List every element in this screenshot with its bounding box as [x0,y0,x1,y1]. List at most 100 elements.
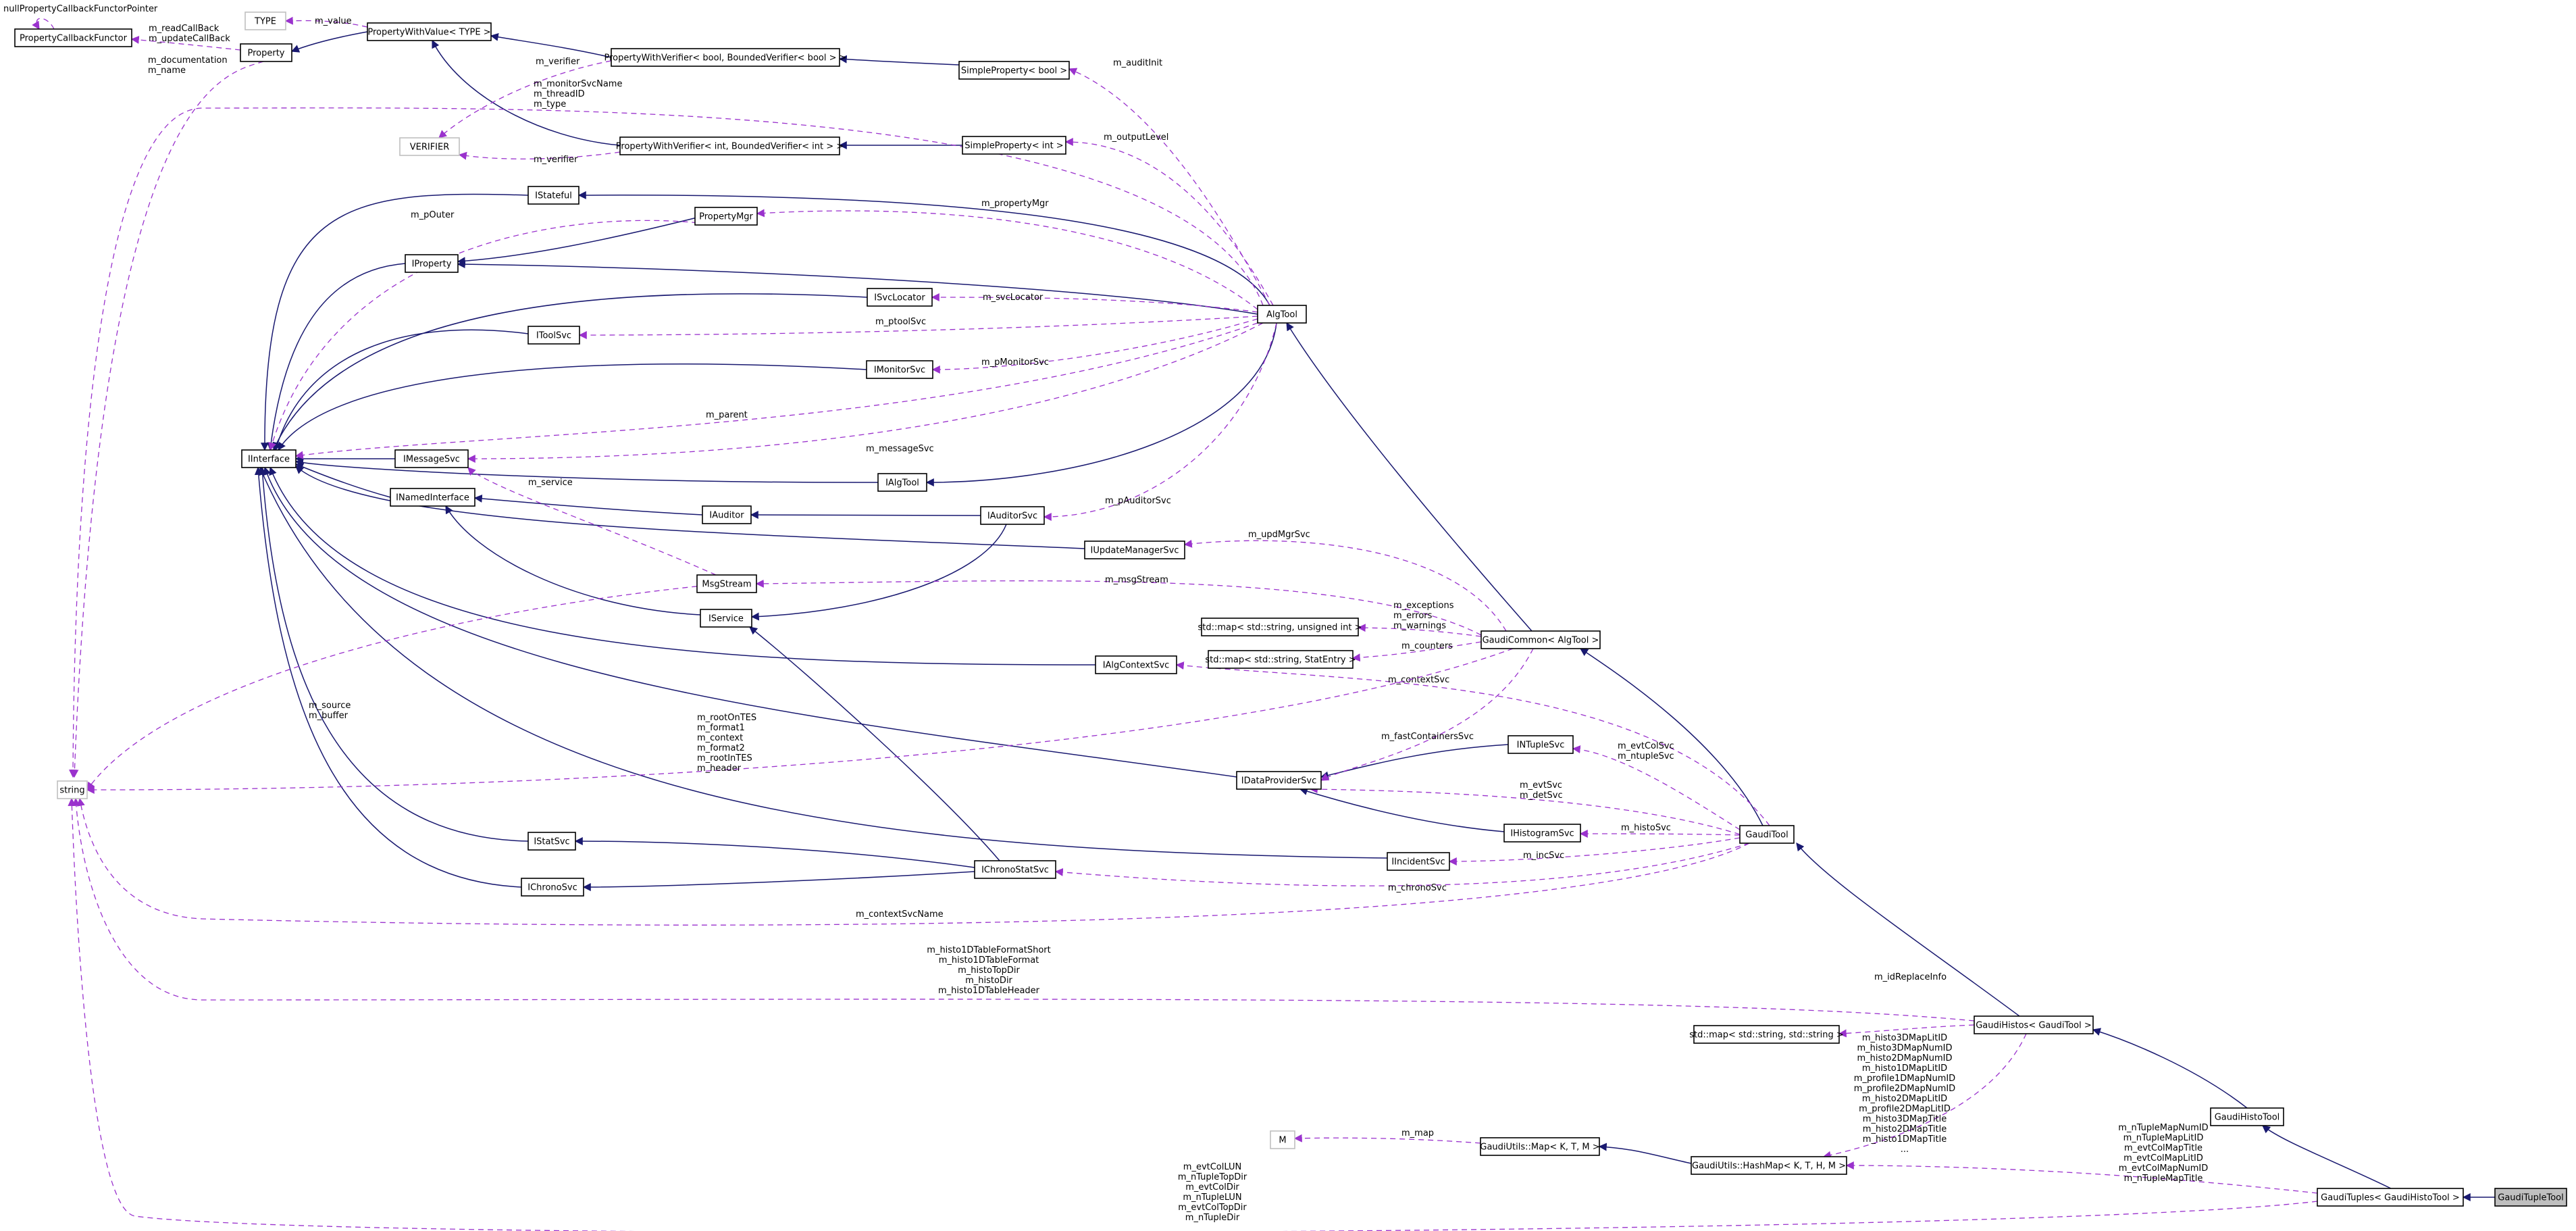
class-box[interactable] [14,28,132,47]
class-node-iproperty[interactable]: IProperty [405,254,459,273]
class-node-iincident-svc[interactable]: IIncidentSvc [1387,852,1450,871]
class-node-m[interactable]: M [1270,1130,1295,1149]
class-name: INamedInterface [396,493,469,503]
class-box[interactable] [619,136,840,155]
class-node-property-callback-functor[interactable]: PropertyCallbackFunctor [14,28,132,47]
class-node-imessage-svc[interactable]: IMessageSvc [394,449,469,468]
class-box[interactable] [390,488,475,507]
class-box[interactable] [1693,1025,1840,1044]
class-node-alg-tool[interactable]: AlgTool [1257,305,1307,324]
edge-label-line: m_rootOnTES [697,713,756,723]
class-box[interactable] [1236,771,1322,790]
class-box[interactable] [962,136,1066,155]
class-node-istateful[interactable]: IStateful [527,186,579,205]
class-node-iinterface[interactable]: IInterface [241,449,297,468]
class-node-iauditor-svc[interactable]: IAuditorSvc [980,506,1045,525]
class-node-type[interactable]: TYPE [244,11,286,30]
class-node-simple-property-int[interactable]: SimpleProperty< int > [962,136,1066,155]
class-box[interactable] [696,574,757,593]
class-box[interactable] [1257,305,1307,324]
class-box[interactable] [367,22,492,41]
class-node-isvc-locator[interactable]: ISvcLocator [867,288,933,307]
class-node-property-with-value[interactable]: PropertyWithValue< TYPE > [367,22,492,41]
edge-label-histo-svc: m_histoSvc [1621,823,1671,833]
class-box[interactable] [1974,1015,2094,1034]
inheritance-edge-gaudi-histos-to-gaudi-tool [1796,843,2020,1017]
class-node-map[interactable]: GaudiUtils::Map< K, T, M > [1480,1137,1600,1156]
class-box[interactable] [527,326,580,345]
class-box[interactable] [611,48,840,67]
class-node-iupdate-manager-svc[interactable]: IUpdateManagerSvc [1084,541,1185,559]
class-box[interactable] [702,505,752,524]
class-box[interactable] [1270,1130,1295,1149]
class-box[interactable] [1480,1137,1600,1156]
class-box[interactable] [405,254,459,273]
class-box[interactable] [1691,1156,1847,1175]
class-node-intuple-svc[interactable]: INTupleSvc [1508,735,1574,754]
class-node-pwv-bool[interactable]: PropertyWithVerifier< bool, BoundedVerif… [604,48,847,67]
class-node-ichrono-stat-svc[interactable]: IChronoStatSvc [974,860,1056,879]
class-node-gaudi-common[interactable]: GaudiCommon< AlgTool > [1480,630,1601,649]
class-box[interactable] [57,780,88,799]
inheritance-edge-idata-provider-svc-to-iinterface [263,466,1237,778]
class-box[interactable] [244,11,286,30]
class-box[interactable] [394,449,469,468]
class-node-simple-property-bool[interactable]: SimpleProperty< bool > [958,61,1070,80]
class-node-ihistogram-svc[interactable]: IHistogramSvc [1503,824,1581,843]
class-box[interactable] [399,137,460,156]
class-box[interactable] [877,473,927,492]
class-box[interactable] [527,832,576,851]
class-node-gaudi-tool[interactable]: GaudiTool [1739,825,1795,844]
class-box[interactable] [240,43,292,62]
class-node-property[interactable]: Property [240,43,292,62]
class-box[interactable] [521,878,584,897]
class-box[interactable] [1095,655,1177,674]
class-node-inamed-interface[interactable]: INamedInterface [390,488,475,507]
class-box[interactable] [1508,735,1574,754]
class-node-map-uint[interactable]: std::map< std::string, unsigned int > [1198,618,1362,636]
class-box[interactable] [700,609,752,628]
class-node-ichrono-svc[interactable]: IChronoSvc [521,878,584,897]
class-node-hash-map[interactable]: GaudiUtils::HashMap< K, T, H, M > [1691,1156,1847,1175]
class-box[interactable] [867,288,933,307]
class-node-property-mgr[interactable]: PropertyMgr [694,207,758,226]
class-box[interactable] [2494,1188,2567,1207]
class-box[interactable] [1387,852,1450,871]
class-box[interactable] [974,860,1056,879]
class-box[interactable] [1201,618,1359,636]
class-box[interactable] [694,207,758,226]
class-node-idata-provider-svc[interactable]: IDataProviderSvc [1236,771,1322,790]
class-box[interactable] [2317,1188,2464,1207]
class-node-gaudi-histos[interactable]: GaudiHistos< GaudiTool > [1974,1015,2094,1034]
class-node-itool-svc[interactable]: IToolSvc [527,326,580,345]
class-box[interactable] [958,61,1070,80]
class-box[interactable] [1739,825,1795,844]
class-node-verifier[interactable]: VERIFIER [399,137,460,156]
class-node-msg-stream[interactable]: MsgStream [696,574,757,593]
class-box[interactable] [1503,824,1581,843]
class-name: IAuditorSvc [987,511,1037,522]
class-node-gaudi-tuple-tool[interactable]: GaudiTupleTool [2494,1188,2567,1207]
class-box[interactable] [866,360,933,379]
class-node-pwv-int[interactable]: PropertyWithVerifier< int, BoundedVerifi… [616,136,844,155]
class-node-map-string[interactable]: std::map< std::string, std::string > [1689,1025,1844,1044]
class-node-iauditor[interactable]: IAuditor [702,505,752,524]
class-node-istat-svc[interactable]: IStatSvc [527,832,576,851]
class-name: IToolSvc [536,331,571,341]
class-box[interactable] [527,186,579,205]
class-box[interactable] [1208,650,1354,669]
class-box[interactable] [1084,541,1185,559]
class-node-gaudi-tuples[interactable]: GaudiTuples< GaudiHistoTool > [2317,1188,2464,1207]
class-box[interactable] [241,449,297,468]
usage-edge-verifier-int [458,151,621,160]
class-node-ialg-context-svc[interactable]: IAlgContextSvc [1095,655,1177,674]
class-box[interactable] [2210,1107,2284,1126]
class-node-gaudi-histo-tool[interactable]: GaudiHistoTool [2210,1107,2284,1126]
class-node-imonitor-svc[interactable]: IMonitorSvc [866,360,933,379]
class-node-iservice[interactable]: IService [700,609,752,628]
class-node-map-stat[interactable]: std::map< std::string, StatEntry > [1205,650,1356,669]
class-box[interactable] [1480,630,1601,649]
class-node-ialg-tool[interactable]: IAlgTool [877,473,927,492]
class-box[interactable] [980,506,1045,525]
class-node-string[interactable]: string [57,780,88,799]
